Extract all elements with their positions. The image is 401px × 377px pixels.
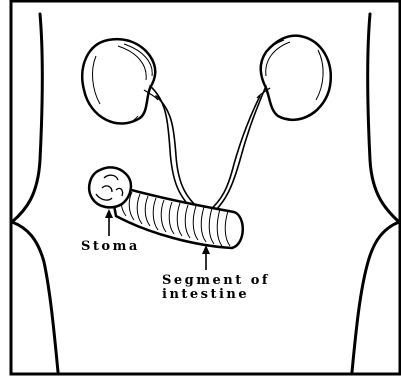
ureters [150, 86, 266, 214]
stoma-label: Stoma [81, 240, 140, 253]
stoma-arrow [105, 209, 113, 236]
stoma [89, 167, 131, 207]
segment-label-line1: Segment of [162, 274, 270, 287]
torso-outline [12, 14, 399, 372]
segment-label-line2: intestine [162, 288, 249, 301]
segment-arrow [202, 245, 210, 270]
figure-frame [11, 1, 400, 374]
left-kidney [82, 39, 158, 124]
right-kidney [257, 36, 331, 120]
